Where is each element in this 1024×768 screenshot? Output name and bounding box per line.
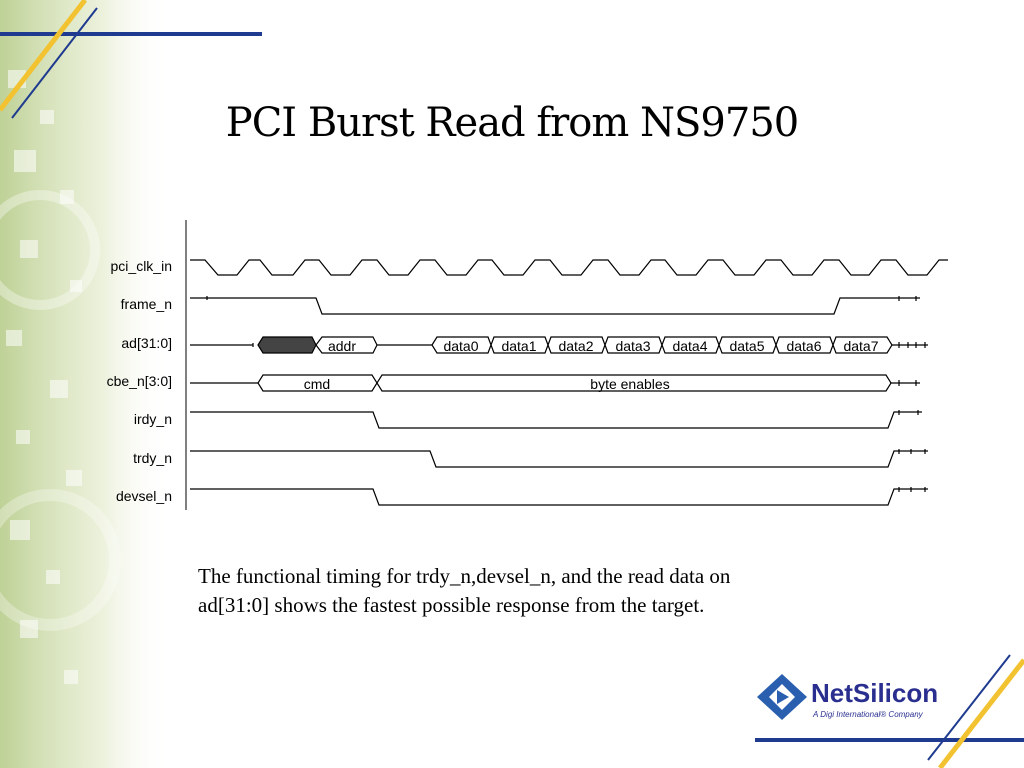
waveform-trdy-n xyxy=(190,450,928,468)
bus-value-data1: data1 xyxy=(501,338,536,354)
slide-title: PCI Burst Read from NS9750 xyxy=(225,100,799,146)
signal-label-cbe-n: cbe_n[3:0] xyxy=(107,373,172,389)
bus-value-data2: data2 xyxy=(558,338,593,354)
signal-label-ad: ad[31:0] xyxy=(121,335,172,351)
caption-line-1: The functional timing for trdy_n,devsel_… xyxy=(198,564,731,588)
signal-label-pci-clk-in: pci_clk_in xyxy=(111,258,172,274)
bus-value-data4: data4 xyxy=(672,338,707,354)
bus-value-data7: data7 xyxy=(843,338,878,354)
bus-value-data6: data6 xyxy=(786,338,821,354)
signal-label-devsel-n: devsel_n xyxy=(116,488,172,504)
bus-cell-addr-outline xyxy=(315,336,378,354)
bus-value-data5: data5 xyxy=(729,338,764,354)
netsilicon-logo: NetSilicon A Digi International® Company xyxy=(755,672,965,724)
waveform-irdy-n xyxy=(190,411,922,429)
slide-caption: The functional timing for trdy_n,devsel_… xyxy=(198,562,898,620)
waveform-ad xyxy=(190,343,254,347)
bus-value-data3: data3 xyxy=(615,338,650,354)
bus-cell-ad-driven xyxy=(257,336,317,354)
waveform-pci-clk-in xyxy=(190,259,948,276)
waveform-devsel-n xyxy=(190,488,928,506)
netsilicon-logo-icon xyxy=(757,674,807,720)
bus-value-byte-enables: byte enables xyxy=(590,376,669,392)
bus-value-cmd: cmd xyxy=(304,376,330,392)
logo-name: NetSilicon xyxy=(811,678,939,708)
bus-value-data0: data0 xyxy=(443,338,478,354)
signal-label-irdy-n: irdy_n xyxy=(134,411,172,427)
signal-label-trdy-n: trdy_n xyxy=(133,450,172,466)
signal-label-frame-n: frame_n xyxy=(121,296,172,312)
caption-line-2: ad[31:0] shows the fastest possible resp… xyxy=(198,593,705,617)
waveform-frame-n xyxy=(190,297,920,315)
bus-value-addr: addr xyxy=(328,338,356,354)
logo-tagline: A Digi International® Company xyxy=(813,710,923,719)
